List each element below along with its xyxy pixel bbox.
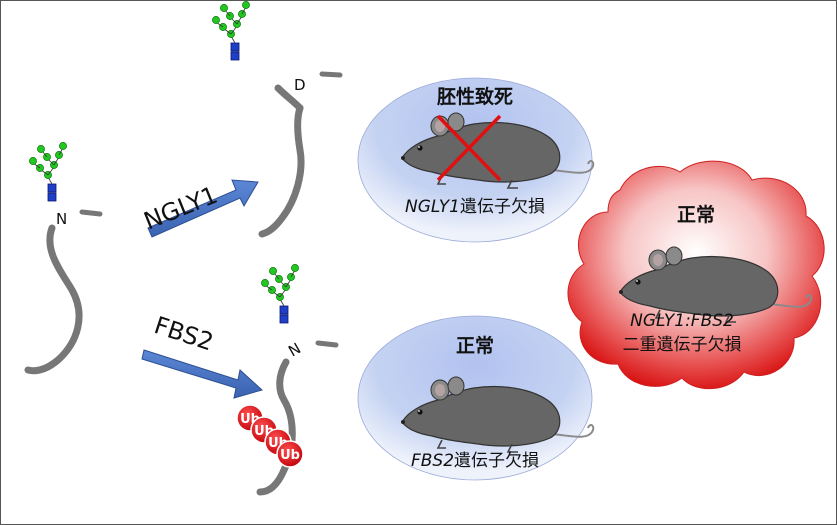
asp-top-label: D [294, 76, 306, 94]
double-ko-gene: NGLY1:FBS2 [630, 311, 734, 331]
double-ko-panel: 正常 NGLY1:FBS2 二重遺伝子欠損 [567, 160, 825, 390]
fbs2-arrow-icon [141, 349, 264, 399]
ubiquitin-icon: Ub [276, 440, 304, 468]
ubiquitin-chain: Ub Ub Ub Ub [236, 404, 304, 468]
ngly1-ko-panel: 胚性致死 NGLY1遺伝子欠損 [357, 77, 595, 243]
substrate-protein-left [24, 209, 103, 375]
svg-text:Ub: Ub [280, 448, 300, 463]
red-x-icon [436, 114, 502, 182]
ngly1-ko-caption: NGLY1遺伝子欠損 [405, 197, 545, 217]
deglycosylated-protein [258, 71, 343, 238]
asn-left-label: N [56, 210, 67, 228]
double-ko-status: 正常 [677, 203, 715, 226]
fbs2-ko-panel: 正常 FBS2遺伝子欠損 [357, 315, 595, 481]
fbs2-ko-status: 正常 [456, 334, 494, 357]
fbs2-ko-caption: FBS2遺伝子欠損 [411, 451, 539, 471]
ngly1-ko-status: 胚性致死 [436, 85, 513, 108]
double-ko-suffix: 二重遺伝子欠損 [623, 335, 742, 355]
ngly1-arrow-icon [147, 179, 259, 238]
ubiquitinated-protein [256, 340, 339, 496]
